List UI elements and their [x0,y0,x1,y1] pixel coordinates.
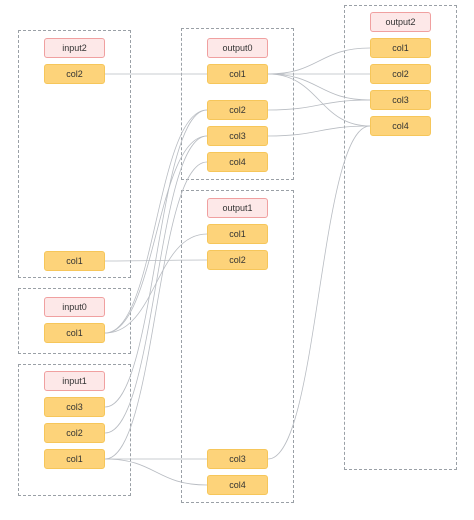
input2-col2[interactable]: col2 [44,64,105,84]
edge-input1-col3-to-output0-col2 [104,109,208,408]
output2-col1[interactable]: col1 [370,38,431,58]
edge-input0-col1-to-output0-col3 [104,135,208,334]
table-input0[interactable]: input0 [44,297,105,317]
group-input1 [18,364,131,496]
input1-col3[interactable]: col3 [44,397,105,417]
output0-col3[interactable]: col3 [207,126,268,146]
output2-col4[interactable]: col4 [370,116,431,136]
edge-input1-col1-to-output0-col4 [104,161,208,460]
output1-col4[interactable]: col4 [207,475,268,495]
edge-input1-col1-to-output1-col4 [104,458,208,486]
input1-col2[interactable]: col2 [44,423,105,443]
group-output1 [181,190,294,503]
edge-output0-col3-to-output2-col4 [267,125,371,137]
group-output2 [344,5,457,470]
edge-output0-col1-to-output2-col4 [267,73,371,127]
input1-col1[interactable]: col1 [44,449,105,469]
output0-col2[interactable]: col2 [207,100,268,120]
group-input0 [18,288,131,354]
table-output2[interactable]: output2 [370,12,431,32]
table-output0[interactable]: output0 [207,38,268,58]
output0-col1[interactable]: col1 [207,64,268,84]
output2-col2[interactable]: col2 [370,64,431,84]
table-output1[interactable]: output1 [207,198,268,218]
table-input1[interactable]: input1 [44,371,105,391]
output0-col4[interactable]: col4 [207,152,268,172]
edge-output0-col2-to-output2-col3 [267,99,371,111]
output1-col1[interactable]: col1 [207,224,268,244]
output1-col2[interactable]: col2 [207,250,268,270]
edge-input1-col2-to-output0-col3 [104,135,208,434]
output1-col3[interactable]: col3 [207,449,268,469]
group-input2 [18,30,131,278]
output2-col3[interactable]: col3 [370,90,431,110]
table-input2[interactable]: input2 [44,38,105,58]
input2-col1[interactable]: col1 [44,251,105,271]
edge-output0-col1-to-output2-col3 [267,73,371,101]
edge-output1-col3-to-output2-col4 [267,125,371,460]
input0-col1[interactable]: col1 [44,323,105,343]
edge-input0-col1-to-output0-col2 [104,109,208,334]
group-output0 [181,28,294,180]
edge-output0-col1-to-output2-col1 [267,47,371,75]
